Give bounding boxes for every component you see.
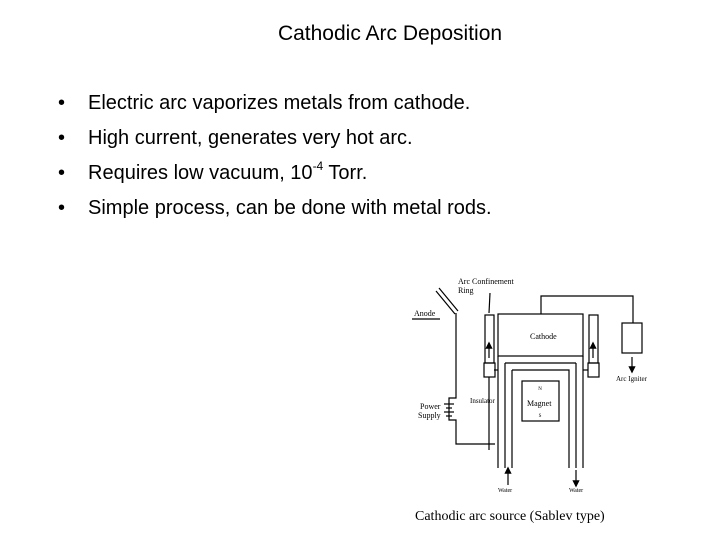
label-arc-confinement-ring: Arc Confinement	[458, 277, 515, 286]
label-arc-igniter: Arc Igniter	[616, 375, 648, 383]
bullet-text: Electric arc vaporizes metals from catho…	[88, 92, 471, 114]
bullet-item: • High current, generates very hot arc.	[58, 123, 492, 158]
igniter-wire	[540, 295, 634, 323]
label-water-left: Water	[498, 488, 512, 494]
label-power-supply: Power	[420, 402, 441, 411]
insulator-left	[483, 362, 496, 378]
bullet-item: • Requires low vacuum, 10-4 Torr.	[58, 158, 492, 193]
bullet-item: • Electric arc vaporizes metals from cat…	[58, 88, 492, 123]
bullet-text: Simple process, can be done with metal r…	[88, 197, 492, 219]
power-supply-wire	[448, 387, 495, 445]
label-insulator: Insulator	[470, 397, 496, 405]
label-magnet-south: S	[539, 414, 542, 419]
slide-title: Cathodic Arc Deposition	[277, 22, 503, 45]
label-power-supply-2: Supply	[418, 411, 441, 420]
exponent: -4	[312, 159, 324, 173]
label-magnet-north: N	[538, 387, 542, 392]
bullet-list: • Electric arc vaporizes metals from cat…	[58, 88, 492, 228]
anode-plate-inner	[438, 287, 459, 312]
bullet-text: Requires low vacuum, 10	[88, 162, 313, 184]
bullet-marker: •	[58, 162, 66, 184]
arc-igniter-box	[621, 322, 643, 354]
anode-plate	[435, 290, 456, 315]
label-anode: Anode	[414, 309, 436, 318]
label-cathode: Cathode	[530, 332, 557, 341]
cathode-inner-channel	[511, 369, 570, 468]
insulator-right	[587, 362, 600, 378]
bullet-marker: •	[58, 127, 66, 149]
cathodic-arc-diagram: Arc Confinement Ring Anode Cathode Arc I…	[412, 277, 648, 494]
bullet-text-tail: Torr.	[323, 162, 368, 184]
bullet-text: High current, generates very hot arc.	[88, 127, 413, 149]
label-water-right: Water	[569, 488, 583, 494]
diagram-caption: Cathodic arc source (Sablev type)	[415, 509, 605, 524]
bullet-marker: •	[58, 197, 66, 219]
bullet-item: • Simple process, can be done with metal…	[58, 193, 492, 228]
bullet-marker: •	[58, 92, 66, 114]
label-arc-confinement-ring-2: Ring	[458, 286, 474, 295]
label-magnet: Magnet	[527, 399, 552, 408]
magnet-block	[521, 380, 560, 422]
